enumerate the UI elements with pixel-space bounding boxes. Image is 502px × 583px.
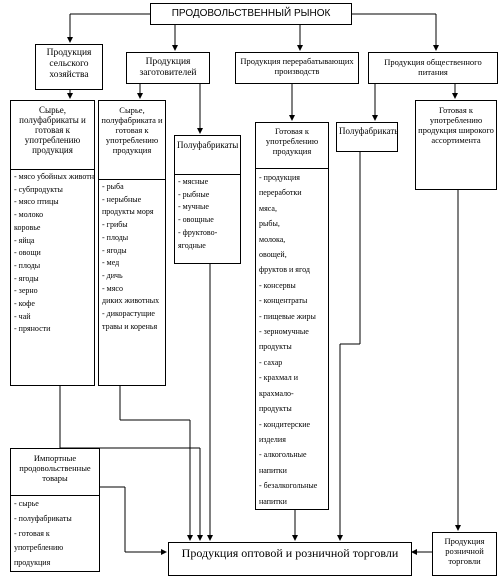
- agri-group-title: Сырье, полуфабрикаты и готовая к употреб…: [11, 101, 94, 170]
- wholesale-label: Продукция оптовой и розничной торговли: [181, 546, 399, 560]
- list-item: - нерыбные: [102, 194, 142, 204]
- list-item: - зерномучные: [259, 327, 309, 337]
- list-item: изделия: [259, 434, 286, 444]
- list-item: - мясо: [102, 283, 123, 293]
- list-item: - мясо птицы: [14, 197, 59, 207]
- list-item: коровье: [14, 222, 41, 232]
- list-item: употреблению: [14, 543, 64, 553]
- list-item: - чай: [14, 311, 31, 321]
- producer-processors-label: Продукция перерабатывающих производств: [240, 56, 354, 76]
- ready-group-box: Готовая к употреблению продукция - проду…: [255, 122, 329, 510]
- list-item: продукты моря: [102, 207, 154, 217]
- catering-ready-box: Готовая к употреблению продукция широког…: [415, 100, 497, 190]
- producer-agri: Продукция сельского хозяйства: [35, 44, 103, 90]
- list-item: - фруктово-: [178, 227, 218, 237]
- retail-box: Продукция розничной торговли: [432, 532, 497, 576]
- top-node: ПРОДОВОЛЬСТВЕННЫЙ РЫНОК: [150, 3, 352, 25]
- list-item: - кондитерские: [259, 419, 311, 429]
- producer-processors: Продукция перерабатывающих производств: [235, 52, 359, 84]
- procure-group-box: Сырье, полуфабриката и готовая к употреб…: [98, 100, 166, 386]
- list-item: фруктов и ягод: [259, 265, 310, 275]
- list-item: - дичь: [102, 270, 123, 280]
- ready-group-list: - продукция переработки мяса, рыбы, моло…: [256, 169, 328, 509]
- list-item: - продукция: [259, 173, 300, 182]
- list-item: - алкогольные: [259, 450, 307, 460]
- list-item: - мясо убойных животных: [14, 172, 95, 181]
- list-item: - пряности: [14, 324, 51, 334]
- list-item: - зерно: [14, 286, 38, 296]
- imports-title: Импортные продовольственные товары: [11, 449, 99, 496]
- top-label: ПРОДОВОЛЬСТВЕННЫЙ РЫНОК: [171, 8, 331, 19]
- list-item: травы и коренья: [102, 321, 158, 331]
- list-item: - мясные: [178, 177, 209, 186]
- list-item: - овощи: [14, 248, 41, 258]
- catering-semi-box: Полуфабрикаты: [336, 122, 398, 152]
- imports-box: Импортные продовольственные товары - сыр…: [10, 448, 100, 572]
- list-item: - дикорастущие: [102, 309, 155, 319]
- list-item: рыбы,: [259, 219, 280, 229]
- retail-label: Продукция розничной торговли: [444, 536, 485, 566]
- list-item: продукты: [259, 404, 292, 414]
- agri-group-list: - мясо убойных животных - субпродукты - …: [11, 170, 94, 336]
- procure-group-title: Сырье, полуфабриката и готовая к употреб…: [99, 101, 165, 180]
- list-item: крахмало-: [259, 388, 294, 398]
- list-item: молока,: [259, 234, 286, 244]
- list-item: - мучные: [178, 202, 209, 212]
- list-item: - безалкогольные: [259, 481, 318, 491]
- list-item: - ягоды: [102, 245, 127, 255]
- list-item: овощей,: [259, 250, 287, 260]
- semi-group-list: - мясные - рыбные - мучные - овощные - ф…: [175, 175, 240, 252]
- list-item: - овощные: [178, 215, 214, 225]
- list-item: ягодные: [178, 240, 206, 250]
- list-item: - яйца: [14, 235, 35, 245]
- catering-semi-label: Полуфабрикаты: [339, 126, 398, 136]
- list-item: продукты: [259, 342, 292, 352]
- procure-group-list: - рыба - нерыбные продукты моря - грибы …: [99, 180, 165, 333]
- semi-group-box: Полуфабрикаты - мясные - рыбные - мучные…: [174, 135, 241, 264]
- producer-catering: Продукция общественного питания: [368, 52, 498, 84]
- list-item: - пищевые жиры: [259, 311, 316, 321]
- list-item: - молоко: [14, 210, 44, 220]
- list-item: напитки: [259, 465, 287, 475]
- list-item: - плоды: [14, 260, 41, 270]
- list-item: продукция: [14, 558, 51, 568]
- ready-group-title: Готовая к употреблению продукция: [256, 123, 328, 169]
- list-item: - сырье: [14, 499, 39, 508]
- list-item: мяса,: [259, 203, 277, 213]
- producer-agri-label: Продукция сельского хозяйства: [46, 48, 92, 80]
- list-item: - грибы: [102, 220, 128, 230]
- list-item: - мед: [102, 258, 120, 268]
- catering-ready-label: Готовая к употреблению продукция широког…: [418, 105, 494, 145]
- list-item: - субпродукты: [14, 184, 63, 194]
- list-item: диких животных: [102, 296, 160, 306]
- producer-procurers-label: Продукция заготовителей: [139, 57, 197, 78]
- agri-group-box: Сырье, полуфабрикаты и готовая к употреб…: [10, 100, 95, 386]
- list-item: напитки: [259, 496, 287, 506]
- imports-list: - сырье - полуфабрикаты - готовая к упот…: [11, 496, 99, 571]
- wholesale-node: Продукция оптовой и розничной торговли: [168, 542, 412, 576]
- list-item: переработки: [259, 188, 302, 198]
- list-item: - консервы: [259, 280, 296, 290]
- list-item: - сахар: [259, 357, 283, 367]
- producer-catering-label: Продукция общественного питания: [384, 57, 482, 77]
- list-item: - крахмал и: [259, 373, 299, 383]
- list-item: - полуфабрикаты: [14, 513, 72, 523]
- list-item: - рыба: [102, 182, 124, 191]
- list-item: - готовая к: [14, 528, 50, 538]
- list-item: - плоды: [102, 232, 129, 242]
- list-item: - концентраты: [259, 296, 308, 306]
- list-item: - кофе: [14, 299, 35, 309]
- producer-procurers: Продукция заготовителей: [126, 52, 210, 84]
- semi-group-title: Полуфабрикаты: [175, 136, 240, 175]
- list-item: - рыбные: [178, 189, 210, 199]
- list-item: - ягоды: [14, 273, 39, 283]
